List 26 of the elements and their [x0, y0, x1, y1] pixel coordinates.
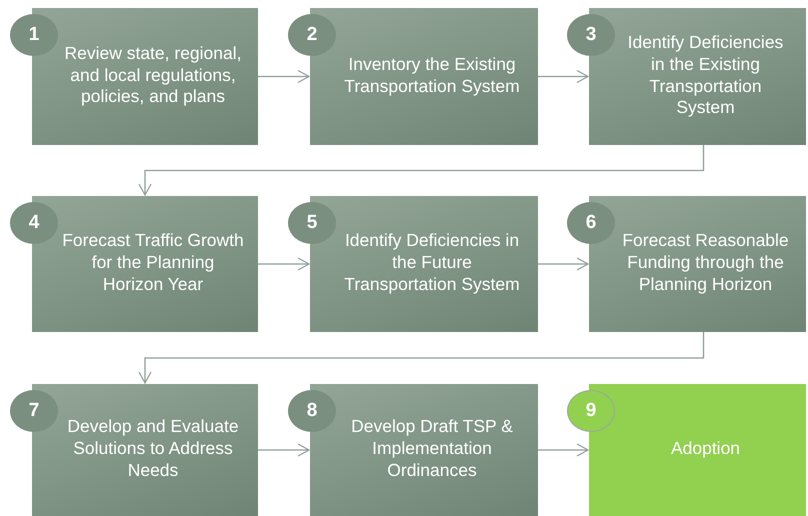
arrow	[538, 443, 589, 457]
step-label: Review state, regional, and local regulations, policies, and plans	[63, 42, 243, 108]
step-number: 7	[10, 390, 58, 432]
step-number: 4	[10, 202, 58, 244]
step-number: 3	[567, 14, 615, 56]
step-label: Inventory the Existing Transportation System	[343, 54, 521, 98]
step-number: 6	[567, 202, 615, 244]
arrow	[538, 70, 589, 84]
step-number: 8	[288, 390, 336, 432]
step-label: Develop Draft TSP & Implementation Ordinances	[350, 416, 514, 482]
arrow	[538, 257, 589, 271]
arrow	[258, 443, 310, 457]
step-label: Identify Deficiencies in the Existing Transportation System	[626, 32, 784, 120]
arrow	[138, 332, 704, 384]
arrow	[258, 70, 310, 84]
arrow	[258, 257, 310, 271]
step-number: 9	[567, 390, 615, 432]
arrow	[138, 145, 704, 196]
step-label: Forecast Traffic Growth for the Planning Horizon Year	[62, 230, 244, 296]
step-label: Develop and Evaluate Solutions to Address Needs	[66, 416, 240, 482]
step-number: 1	[10, 14, 58, 56]
step-label: Identify Deficiencies in the Future Transportation System	[343, 230, 521, 296]
step-label: Forecast Reasonable Funding through the Planning Horizon	[621, 230, 790, 296]
step-number: 2	[288, 14, 336, 56]
step-label: Adoption	[670, 438, 740, 460]
step-number: 5	[288, 202, 336, 244]
